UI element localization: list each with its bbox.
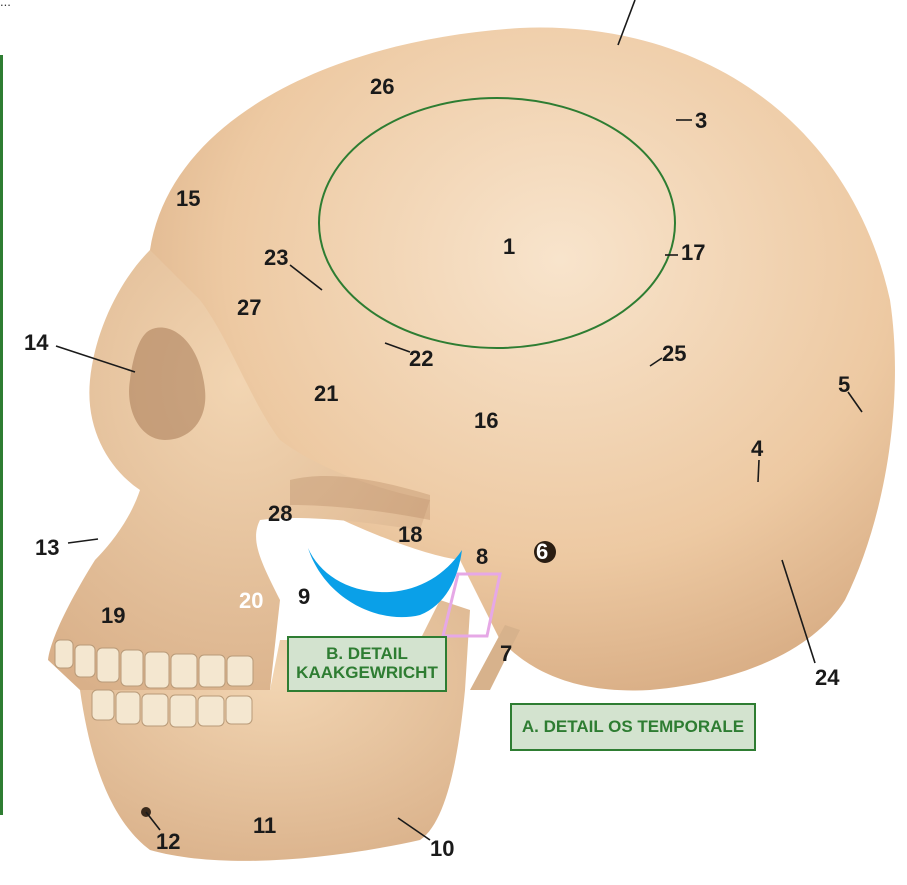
- temporal-detail-rect: [441, 572, 502, 638]
- label-8: 8: [476, 544, 489, 569]
- label-22: 22: [409, 346, 434, 371]
- label-25: 25: [662, 341, 687, 366]
- zygomatic-shadow: [290, 475, 430, 520]
- label-1: 1: [503, 234, 516, 259]
- label-15: 15: [176, 186, 201, 211]
- label-4: 4: [751, 436, 764, 461]
- cranium: [150, 27, 895, 691]
- label-14: 14: [24, 330, 49, 355]
- label-17: 17: [681, 240, 706, 265]
- label-6: 6: [536, 539, 549, 564]
- label-19: 19: [101, 603, 126, 628]
- label-18: 18: [398, 522, 423, 547]
- detail-b-line1: B. DETAIL: [326, 644, 408, 663]
- label-5: 5: [838, 372, 851, 397]
- label-9: 9: [298, 584, 311, 609]
- detail-b-line2: KAAKGEWRICHT: [296, 662, 438, 682]
- side-rule: [0, 55, 3, 815]
- leader-lines: [55, 0, 863, 841]
- orbit: [129, 327, 206, 440]
- teeth: [54, 639, 254, 728]
- jaw-joint-crescent: [308, 548, 462, 618]
- temporal-fossa-ellipse: [318, 97, 676, 349]
- label-16: 16: [474, 408, 499, 433]
- label-10: 10: [430, 836, 455, 861]
- ear-canal: [534, 541, 556, 563]
- label-28: 28: [268, 501, 293, 526]
- styloid: [470, 625, 520, 690]
- label-23: 23: [264, 245, 289, 270]
- label-27: 27: [237, 295, 262, 320]
- label-7: 7: [500, 641, 513, 666]
- label-3: 3: [695, 108, 708, 133]
- label-26: 26: [370, 74, 395, 99]
- label-24: 24: [815, 665, 840, 690]
- detail-b-box: B. DETAIL KAAKGEWRICHT: [287, 636, 447, 692]
- detail-a-label: A. DETAIL OS TEMPORALE: [521, 717, 745, 736]
- detail-a-box: A. DETAIL OS TEMPORALE: [510, 703, 756, 751]
- label-13: 13: [35, 535, 60, 560]
- label-12: 12: [156, 829, 181, 854]
- label-20: 20: [239, 588, 264, 613]
- top-caption: ...: [0, 0, 11, 9]
- label-21: 21: [314, 381, 339, 406]
- label-11: 11: [253, 813, 277, 838]
